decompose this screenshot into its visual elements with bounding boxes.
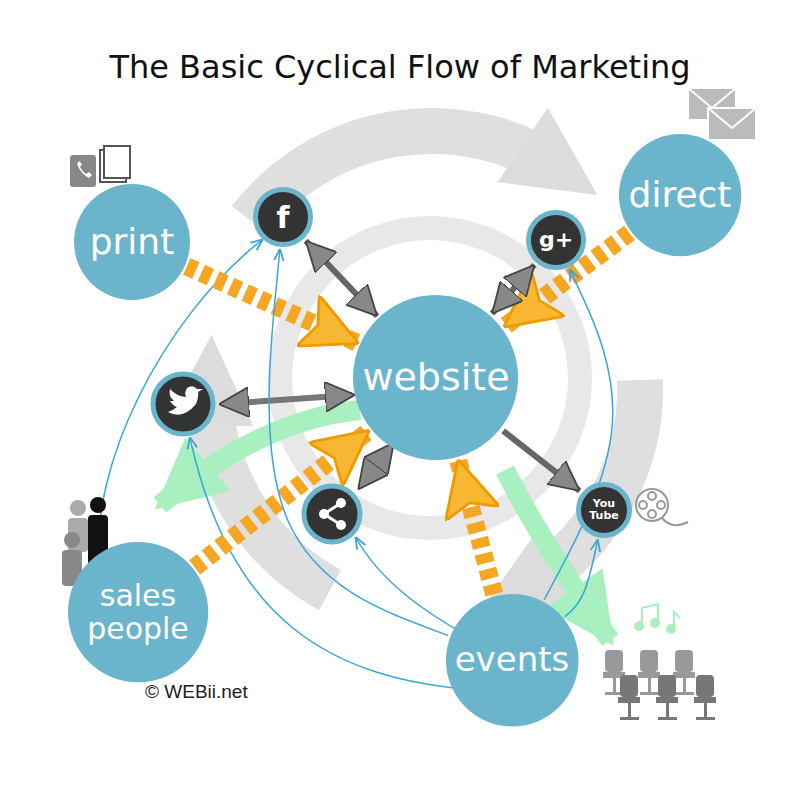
chairs-icon (603, 650, 716, 720)
node-text: g+ (539, 228, 573, 252)
gray-connector (503, 431, 579, 491)
youtube-icon: You Tube (576, 482, 632, 538)
blue-connector (565, 539, 598, 616)
blue-connector (544, 269, 613, 600)
node-text: sales people (83, 579, 193, 645)
facebook-icon: f (253, 187, 313, 247)
phone-book-icon (70, 146, 130, 187)
film-reel-icon (636, 489, 688, 525)
orange-connector (458, 460, 494, 594)
circle-shape (353, 295, 518, 460)
gray-connector (306, 241, 377, 316)
circle-shape (256, 190, 311, 245)
circle-shape (68, 542, 208, 682)
circle-shape (619, 134, 741, 256)
share-icon (304, 486, 360, 542)
googleplus-icon: g+ (526, 210, 586, 270)
channel-circle: sales people (68, 542, 208, 682)
node-text: f (276, 201, 289, 234)
orange-connector (195, 430, 370, 567)
node-text: You Tube (587, 498, 621, 522)
circle-shape (74, 184, 190, 300)
node-text: website (362, 357, 509, 399)
channel-circle: events (446, 594, 579, 727)
cycle-arrows (210, 131, 640, 590)
hub-circle: website (353, 295, 518, 460)
channel-circle: print (74, 184, 190, 300)
circle-shape (579, 485, 630, 536)
gray-connector (492, 265, 534, 314)
diagram-title: The Basic Cyclical Flow of Marketing (0, 48, 800, 86)
music-notes (635, 604, 680, 633)
circle-shape (446, 594, 579, 727)
channel-circle: direct (619, 134, 741, 256)
envelopes-icon (688, 88, 756, 140)
circle-shape (529, 213, 584, 268)
node-text: print (90, 222, 175, 262)
copyright-label: © WEBii.net (145, 681, 248, 703)
node-text: events (455, 641, 570, 678)
twitter-icon (153, 374, 213, 434)
node-text: direct (629, 175, 732, 215)
